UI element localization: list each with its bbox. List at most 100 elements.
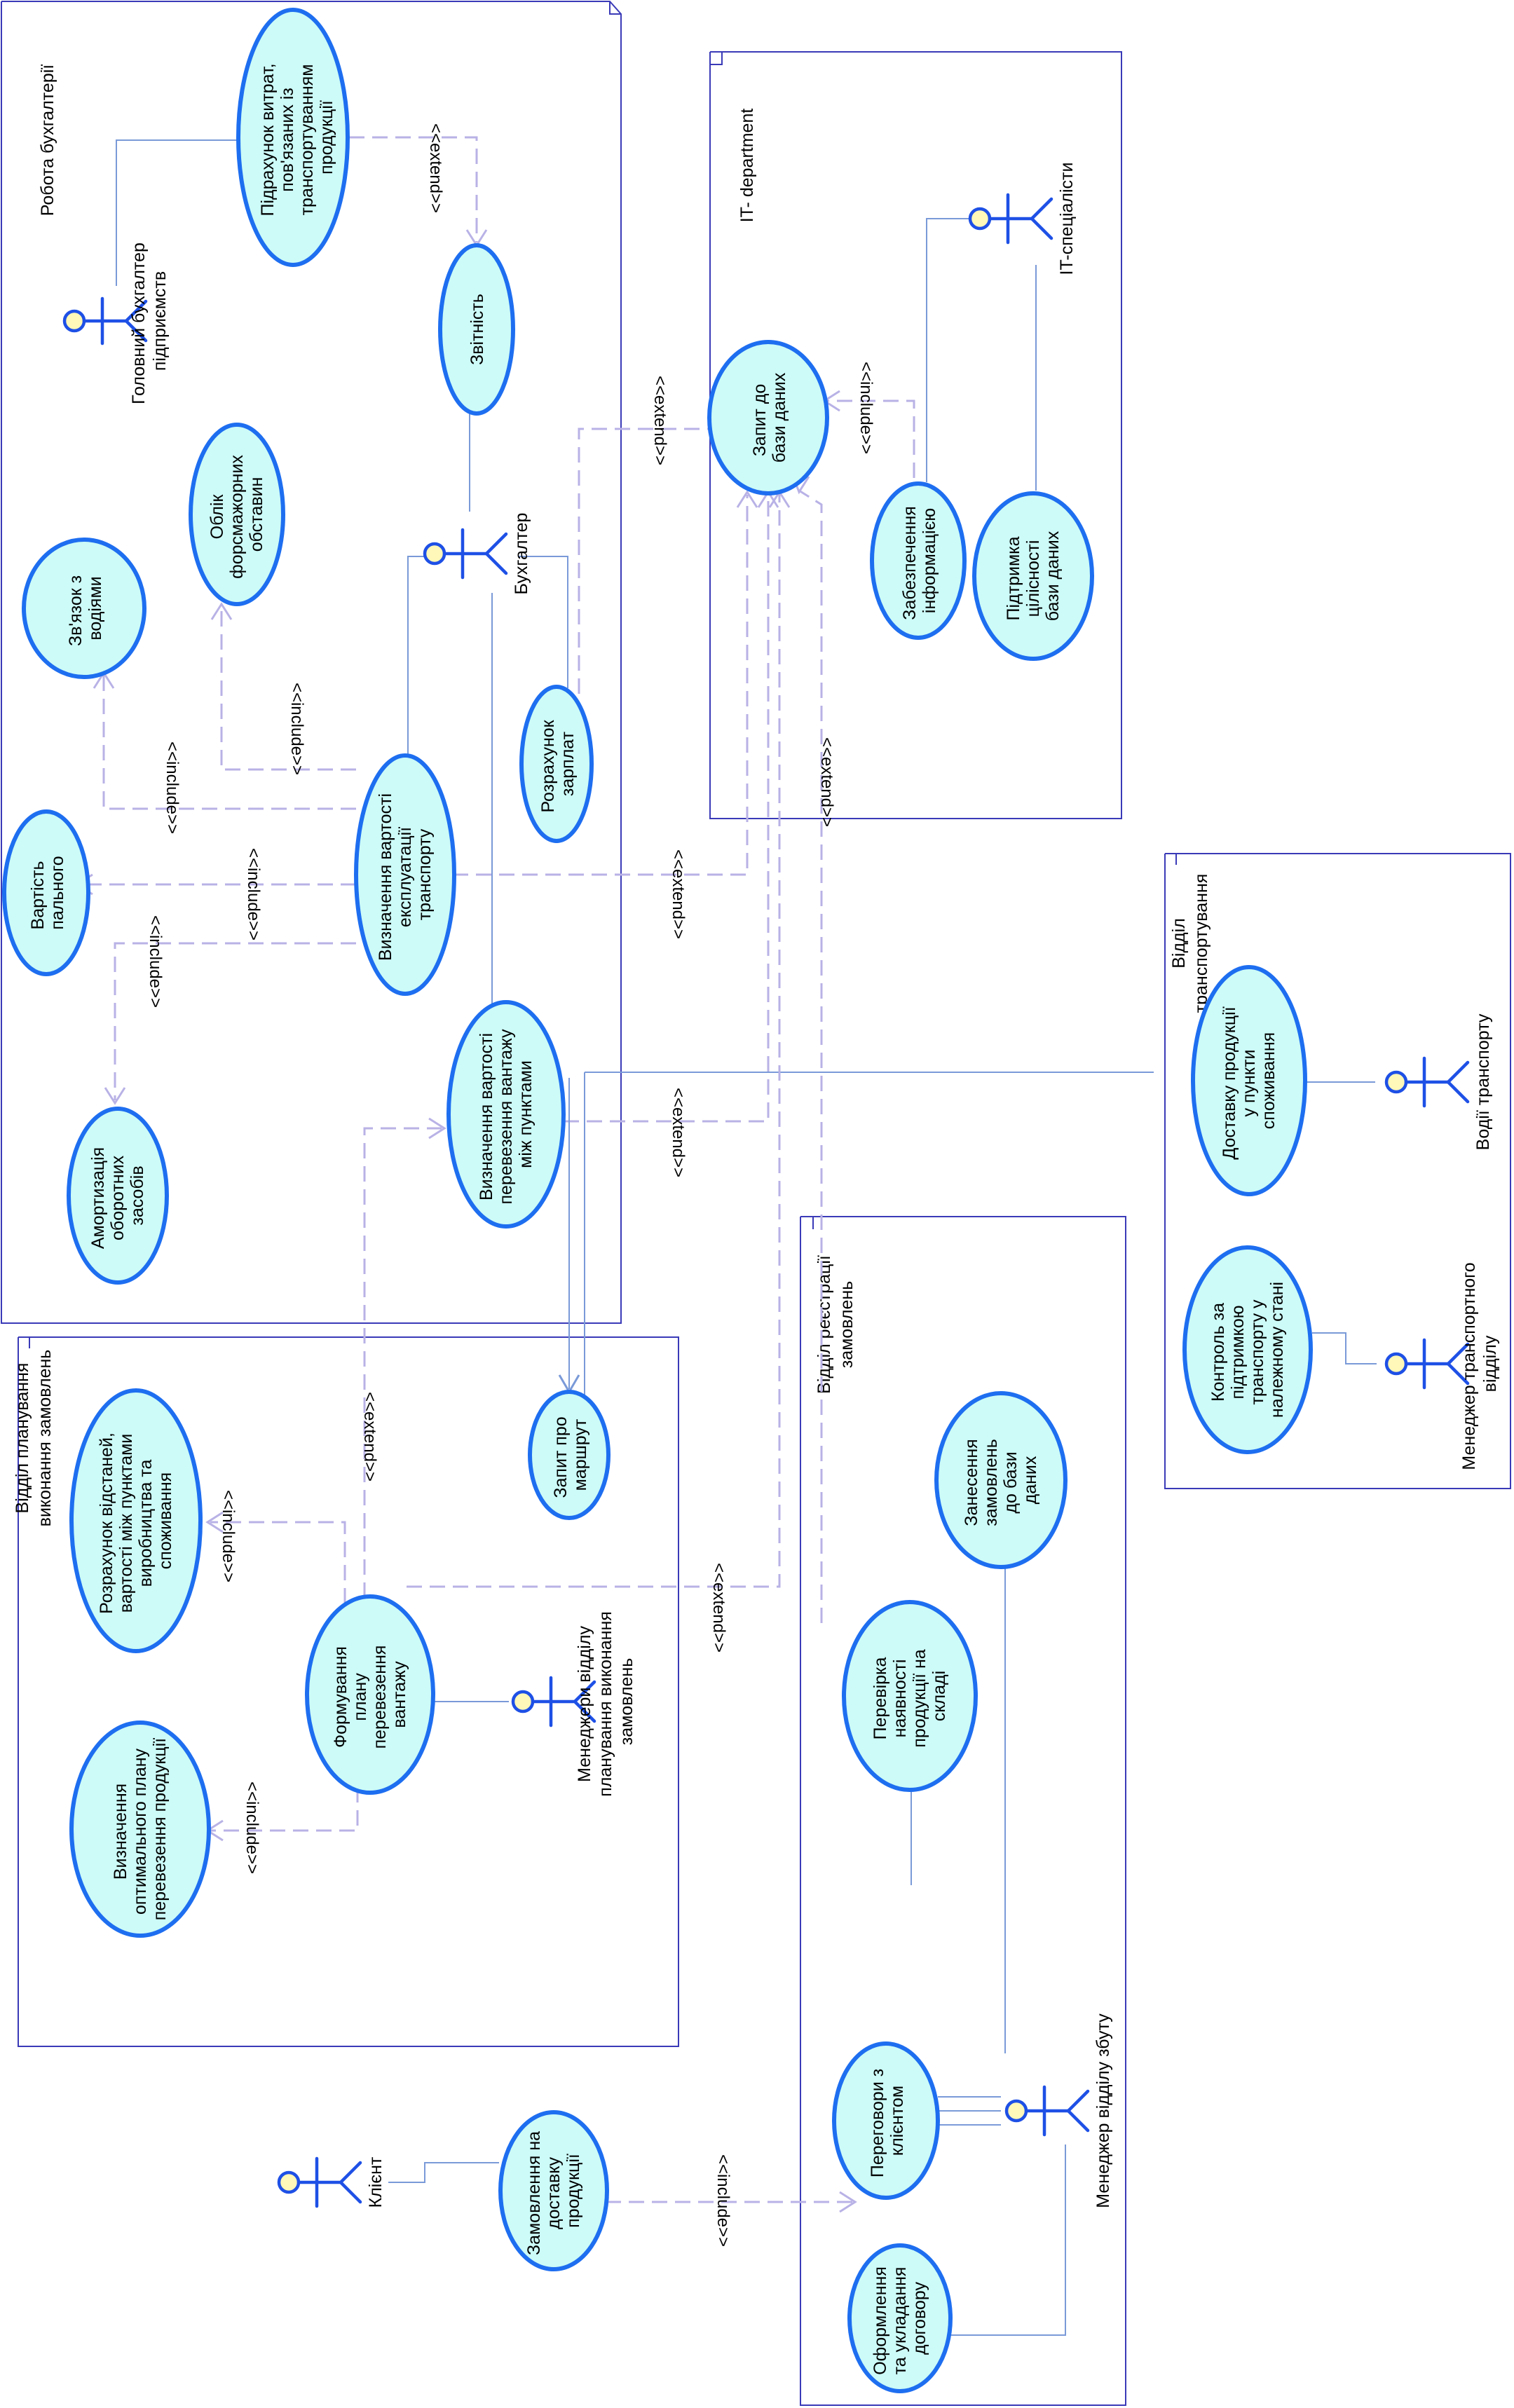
usecase-delivery-order-line-1: Замовлення на <box>524 2131 544 2255</box>
actor-client: Клієнт <box>277 2156 386 2208</box>
svg-text:Менеджер транспортного: Менеджер транспортного відділу <box>1459 1257 1500 1470</box>
actor-head-icon <box>511 1690 535 1713</box>
svg-text:Амортизація оборотних: Амортизація оборотних засобів <box>88 1142 147 1249</box>
actor-head-icon <box>1004 2099 1028 2123</box>
usecase-delivery-order-line-2: доставку <box>544 2156 564 2229</box>
stereo-extend-5: <<extend>> <box>669 1088 688 1177</box>
usecase-db-integrity-line-1: Підтримка <box>1004 536 1023 620</box>
usecase-operating-cost-line-3: транспорту <box>415 828 435 920</box>
actor-planning-managers: Менеджери відділу планування виконання з… <box>511 1606 636 1797</box>
actor-transport-manager-line-2: відділу <box>1480 1335 1500 1392</box>
actor-head-icon <box>1384 1070 1408 1094</box>
usecase-reporting-label: Звітність <box>468 294 487 365</box>
actor-head-icon <box>423 542 446 566</box>
package-registration: Відділ реєстрації замовлень <box>800 1216 1126 2406</box>
usecase-optimal-plan-line-1: Визначення <box>111 1784 130 1880</box>
usecase-db-request: Запит до бази даних <box>707 340 829 495</box>
package-planning: Відділ планування виконання замовлень <box>13 1336 679 2047</box>
usecase-negotiation-line-2: клієнтом <box>887 2086 907 2156</box>
usecase-force-majeure-line-3: обставин <box>247 477 266 552</box>
usecase-transport-cost-line-3: між пунктами <box>516 1060 536 1168</box>
usecase-distance-calc-line-1: Розрахунок відстаней, <box>97 1432 116 1614</box>
usecase-order-entry: Занесення замовлень до бази даних <box>934 1391 1068 1569</box>
actor-head-icon <box>968 207 992 231</box>
actor-shoe-manager: Менеджер відділу збуту <box>1004 2013 1113 2208</box>
usecase-db-integrity-line-3: бази даних <box>1043 531 1063 621</box>
usecase-db-request-line-1: Запит до <box>750 384 770 456</box>
usecase-route-request-line-1: Запит про <box>551 1416 571 1498</box>
svg-text:Менеджери відділу план: Менеджери відділу планування виконання з… <box>575 1606 636 1797</box>
actor-shoe-manager-label: Менеджер відділу збуту <box>1093 2013 1113 2208</box>
associations <box>116 139 1377 2336</box>
stereo-include-8: <<include>> <box>714 2154 732 2247</box>
actor-it-specialists-label: IT-спеціалісти <box>1057 163 1077 275</box>
usecase-operating-cost-line-1: Визначення вартості <box>376 793 395 961</box>
svg-text:Головний бухгалтер під: Головний бухгалтер підприємств <box>129 238 170 404</box>
usecase-order-entry-line-2: замовлень <box>981 1439 1001 1526</box>
usecase-distance-calc-line-3: виробництва та <box>136 1459 156 1587</box>
package-transport-label-1: Відділ <box>1169 918 1189 969</box>
usecase-maintenance-line-4: належному стані <box>1267 1282 1287 1418</box>
usecase-order-entry-line-4: даних <box>1021 1456 1040 1504</box>
svg-text:Вартість пального: Вартість пального <box>28 856 67 929</box>
actor-head-icon <box>1384 1352 1408 1376</box>
stereo-extend-2: <<extend>> <box>650 376 669 465</box>
usecase-stock-check: Перевірка наявності продукції на складі <box>842 1600 978 1792</box>
usecase-maintenance: Контроль за підтримкою транспорту у нале… <box>1182 1245 1313 1454</box>
actor-it-specialists: IT-спеціалісти <box>968 163 1077 275</box>
usecase-plan-forming-line-4: вантажу <box>390 1661 409 1728</box>
usecase-distance-calc-line-2: вартості між пунктами <box>116 1434 136 1613</box>
package-transport: Відділ транспортування <box>1164 853 1511 1489</box>
usecase-plan-forming: Формування плану перевезення вантажу <box>305 1594 435 1795</box>
svg-text:Оформлення та укладанн: Оформлення та укладання договору <box>871 2262 929 2375</box>
usecase-route-request-line-2: маршрут <box>571 1418 590 1491</box>
usecase-order-entry-line-1: Занесення <box>962 1439 981 1526</box>
svg-text:Замовлення на доставку: Замовлення на доставку продукції <box>524 2126 583 2255</box>
svg-text:Облік форсмажорних: Облік форсмажорних обставин <box>207 450 266 579</box>
stereo-include-6: <<include>> <box>219 1490 238 1582</box>
svg-text:Доставку продукції у п: Доставку продукції у пункти споживання <box>1220 1001 1278 1159</box>
usecase-salary-line-2: зарплат <box>558 731 578 796</box>
usecase-info-support-line-2: інформацією <box>920 508 939 613</box>
usecase-order-entry-line-3: до бази <box>1001 1451 1021 1513</box>
stereo-include-5: <<include>> <box>146 915 165 1008</box>
usecase-operating-cost-line-2: експлуатації <box>395 827 415 927</box>
usecase-optimal-plan-line-2: оптимального плану <box>130 1748 150 1915</box>
usecase-depreciation-line-2: оборотних <box>108 1155 128 1240</box>
usecase-calc-costs-line-3: транспортуванням <box>297 64 317 216</box>
dependencies <box>75 136 915 2213</box>
actor-head-icon <box>277 2170 301 2194</box>
stereo-include-4: <<include>> <box>244 848 263 940</box>
actor-chief-accountant-line-1: Головний бухгалтер <box>129 242 149 404</box>
svg-text:Розрахунок зарплат: Розрахунок зарплат <box>538 715 578 812</box>
usecase-delivery-line-1: Доставку продукції <box>1220 1006 1239 1159</box>
usecase-negotiation-line-1: Переговори з <box>868 2069 887 2177</box>
usecase-salary: Розрахунок зарплат <box>519 685 594 843</box>
usecase-maintenance-line-3: транспорту у <box>1248 1299 1267 1405</box>
svg-text:Запит про маршрут: Запит про маршрут <box>551 1411 590 1498</box>
usecase-transport-cost-line-1: Визначення вартості <box>477 1033 496 1200</box>
package-accounting: Робота бухгалтерії <box>1 1 622 1324</box>
stereo-include-2: <<include>> <box>287 683 306 775</box>
actor-chief-accountant-line-2: підприємств <box>150 271 170 371</box>
actor-chief-accountant: Головний бухгалтер підприємств <box>62 238 170 404</box>
usecase-plan-forming-line-3: перевезення <box>370 1646 390 1749</box>
actor-transport-manager-line-1: Менеджер транспортного <box>1459 1262 1479 1470</box>
svg-text:Зв'язок з водіями: Зв'язок з водіями <box>66 570 105 646</box>
svg-text:Занесення замовлень: Занесення замовлень до бази даних <box>962 1434 1040 1526</box>
usecase-stock-check-line-1: Перевірка <box>871 1657 890 1739</box>
usecase-maintenance-line-2: підтримкою <box>1228 1305 1248 1399</box>
usecase-calc-costs: Підрахунок витрат, пов'язаних із транспо… <box>236 8 350 267</box>
usecase-db-request-line-2: бази даних <box>770 372 789 463</box>
stereo-include-3: <<include>> <box>163 741 182 834</box>
package-planning-label-1: Відділ планування <box>13 1363 32 1514</box>
svg-text:Забезпечення інформаці: Забезпечення інформацією <box>900 501 939 620</box>
actor-transport-manager: Менеджер транспортного відділу <box>1384 1257 1500 1470</box>
usecase-info-support-line-1: Забезпечення <box>900 506 920 620</box>
stereotype-labels: <<extend>> <<extend>> <<include>> <<incl… <box>146 123 875 2247</box>
usecase-calc-costs-line-2: пов'язаних із <box>278 88 297 192</box>
svg-text:Формування плану: Формування плану перевезення вантажу <box>331 1641 409 1749</box>
usecase-db-integrity-line-2: цілісності <box>1023 540 1043 617</box>
usecase-contract-line-3: договору <box>910 2282 929 2355</box>
usecase-fuel-cost-line-1: Вартість <box>28 861 48 930</box>
